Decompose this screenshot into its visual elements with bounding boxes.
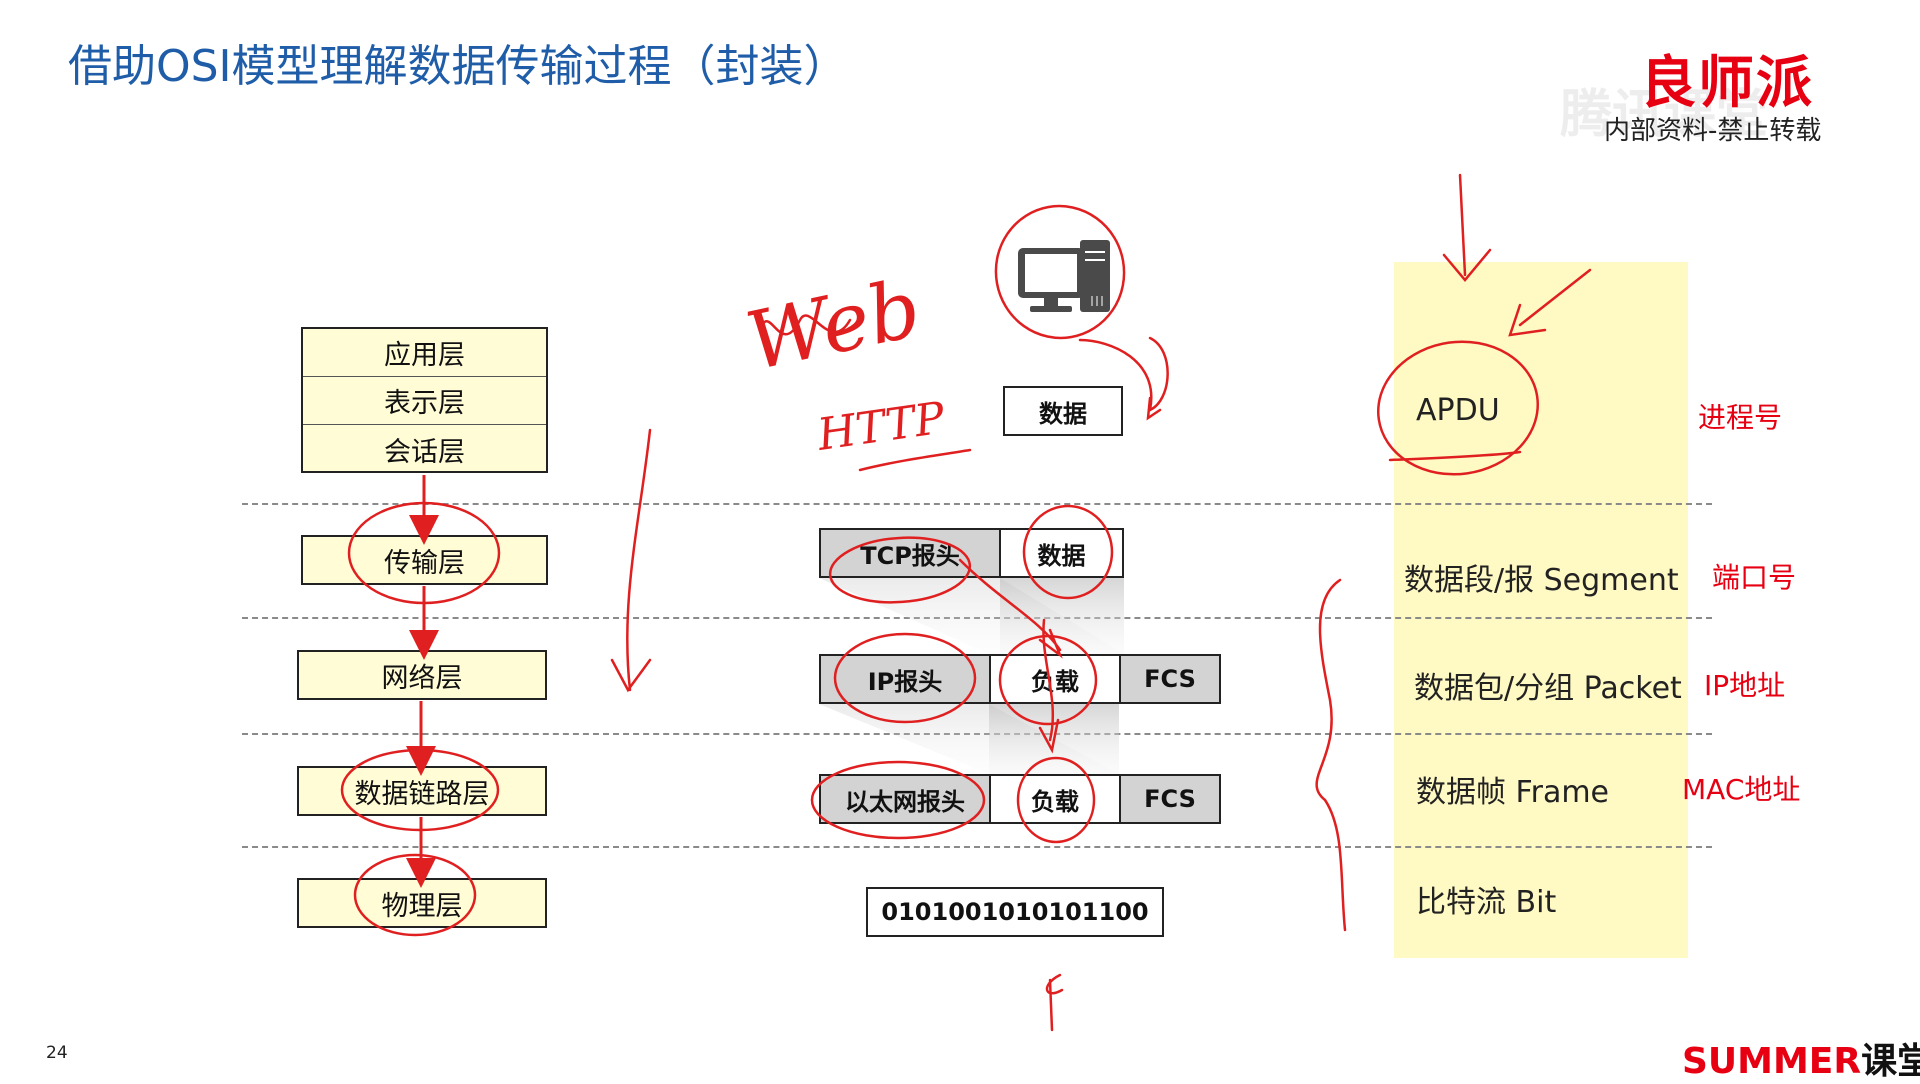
layer-presentation: 表示层	[303, 377, 546, 425]
address-ip: IP地址	[1704, 669, 1786, 702]
address-mac: MAC地址	[1682, 773, 1801, 806]
annotation-circle	[353, 853, 477, 937]
page-title: 借助OSI模型理解数据传输过程（封装）	[68, 41, 848, 92]
annotation-circle	[810, 760, 986, 840]
computer-icon	[1018, 240, 1110, 312]
annotation-circle	[340, 748, 500, 832]
tcp-data-cell: 数据	[1001, 530, 1122, 576]
pdu-apdu: APDU	[1416, 393, 1500, 428]
eth-payload-cell: 负载	[991, 776, 1121, 822]
packet-frame: 以太网报头 负载 FCS	[819, 774, 1221, 824]
annotation-circle	[994, 204, 1126, 340]
layer-separator	[242, 503, 1712, 505]
packet-ip: IP报头 负载 FCS	[819, 654, 1221, 704]
pdu-packet: 数据包/分组 Packet	[1414, 671, 1682, 706]
annotation-circle	[1022, 504, 1114, 600]
ip-fcs-cell: FCS	[1121, 656, 1219, 702]
watermark: 腾讯课堂	[1560, 85, 1769, 145]
brand-logo: 良师派	[1640, 51, 1814, 116]
annotation-stroke	[1442, 173, 1492, 282]
pdu-frame: 数据帧 Frame	[1416, 775, 1610, 810]
upper-layers-group: 应用层 表示层 会话层	[301, 327, 548, 473]
annotation-stroke	[1045, 973, 1064, 1032]
annotation-circle	[828, 536, 972, 604]
annotation-stroke	[1508, 268, 1592, 337]
app-data-cell: 数据	[1005, 388, 1121, 434]
annotation-circle	[833, 632, 977, 724]
brand-subtitle: 内部资料-禁止转载	[1604, 116, 1822, 146]
annotation-circle	[1376, 340, 1540, 476]
layer-application: 应用层	[303, 329, 546, 377]
ip-payload-cell: 负载	[991, 656, 1121, 702]
handwritten-annotations	[340, 173, 1592, 1032]
footer-logo: SUMMER课堂	[1682, 1032, 1920, 1084]
annotation-circle	[347, 501, 501, 605]
layer-separator	[242, 846, 1712, 848]
ip-header-cell: IP报头	[821, 656, 991, 702]
annotation-stroke	[610, 428, 652, 693]
annotation-stroke	[1388, 450, 1522, 462]
layer-datalink: 数据链路层	[297, 766, 547, 816]
eth-header-cell: 以太网报头	[821, 776, 991, 822]
pdu-bit: 比特流 Bit	[1416, 885, 1557, 920]
layer-session: 会话层	[384, 436, 465, 468]
footer-logo-main: SUMMER	[1682, 1041, 1862, 1082]
annotation-circle	[1016, 756, 1096, 844]
pdu-column	[1394, 262, 1688, 958]
bits-cell: 0101001010101100	[868, 889, 1162, 935]
annotation-stroke	[1038, 618, 1060, 754]
address-process: 进程号	[1698, 401, 1783, 434]
handwritten-web: Web	[739, 261, 929, 388]
annotation-stroke	[1078, 338, 1153, 412]
annotation-stroke	[1315, 578, 1347, 932]
packet-bits: 0101001010101100	[866, 887, 1164, 937]
annotation-stroke	[1146, 336, 1169, 421]
packet-app: 数据	[1003, 386, 1123, 436]
annotation-stroke	[958, 558, 1063, 659]
address-port: 端口号	[1712, 561, 1797, 594]
footer-logo-suffix: 课堂	[1861, 1041, 1920, 1082]
eth-fcs-cell: FCS	[1121, 776, 1219, 822]
page-number: 24	[46, 1043, 68, 1063]
pdu-segment: 数据段/报 Segment	[1404, 563, 1679, 598]
annotation-stroke	[858, 448, 972, 472]
handwritten-http: HTTP	[813, 392, 949, 461]
annotation-stroke	[758, 314, 852, 336]
